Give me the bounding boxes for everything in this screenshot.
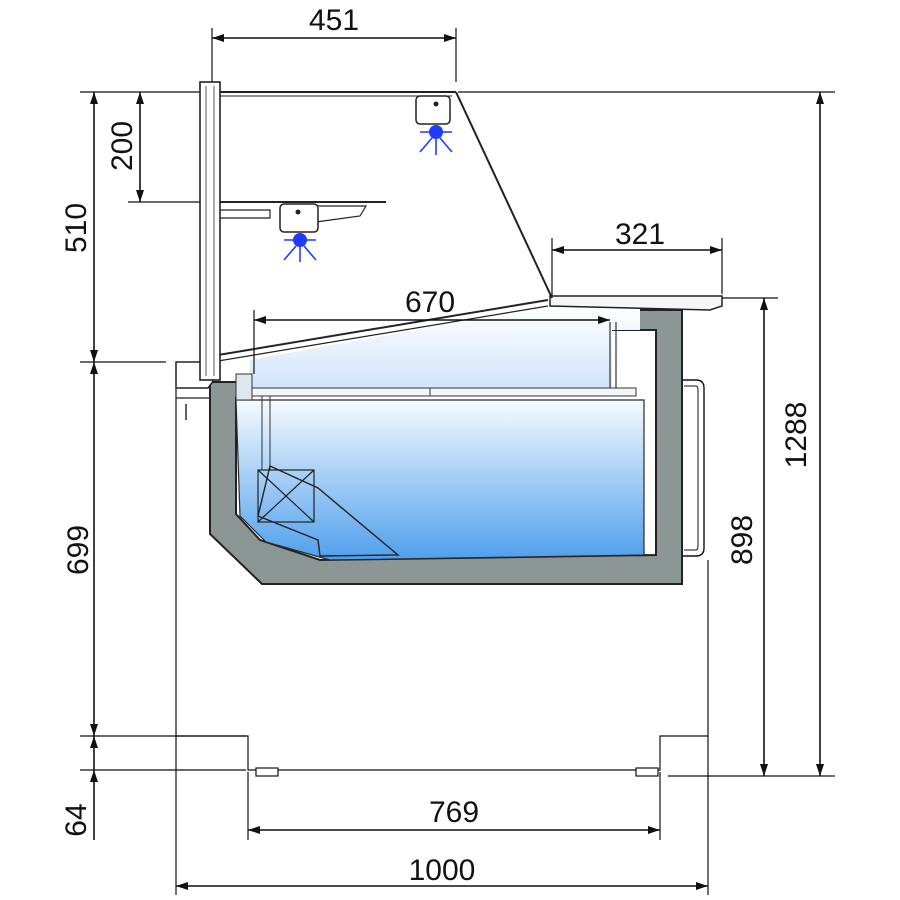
- dimension-tray-length: 670: [253, 286, 610, 374]
- lamp-icon: [415, 95, 453, 155]
- rear-handle: [680, 379, 705, 557]
- evaporator-unit: [257, 465, 400, 557]
- dim-label-top-width: 451: [309, 4, 359, 37]
- middle-shelf: [220, 201, 386, 223]
- dim-label-base-height: 699: [62, 525, 95, 575]
- dimension-counter-height: 898: [668, 297, 835, 777]
- dim-label-total-height: 1288: [780, 402, 813, 469]
- dimension-upper-height: 510: [60, 91, 204, 362]
- dimension-top-width: 451: [211, 4, 457, 82]
- left-foot: [255, 767, 279, 777]
- dimension-foot-height: 64: [60, 736, 246, 840]
- upper-display-volume: [250, 306, 640, 390]
- base-cabinet: [175, 388, 709, 777]
- dim-label-tray-length: 670: [405, 286, 455, 319]
- dimension-deck-width: 321: [551, 218, 723, 300]
- lamp-icon: [279, 203, 319, 262]
- dim-label-upper-height: 510: [60, 203, 93, 253]
- tank-interior: [235, 399, 645, 561]
- dim-label-glass-drop: 200: [106, 121, 139, 171]
- front-glass: [211, 91, 553, 363]
- right-foot: [635, 767, 659, 777]
- dimension-base-height: 699: [62, 361, 246, 737]
- glass-support-column: [199, 81, 221, 381]
- rear-work-deck: [549, 295, 723, 311]
- dim-label-foot-spacing: 769: [429, 796, 479, 829]
- dim-label-counter-height: 898: [726, 515, 759, 565]
- dimension-glass-drop: 200: [106, 92, 230, 203]
- dim-label-overall-depth: 1000: [409, 854, 476, 887]
- dimension-total-height: 1288: [458, 91, 835, 776]
- dimension-foot-spacing: 769: [247, 772, 661, 840]
- dim-label-deck-width: 321: [615, 218, 665, 251]
- dimension-overall-depth: 1000: [175, 736, 709, 895]
- inner-shelves: [235, 322, 637, 470]
- dim-label-foot-height: 64: [60, 803, 93, 836]
